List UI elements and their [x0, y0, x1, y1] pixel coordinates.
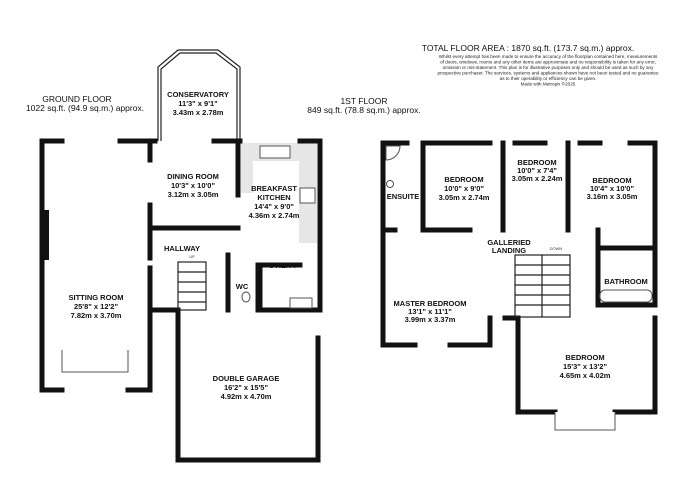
room-name: BREAKFAST: [251, 184, 297, 193]
room-name: UTILITY: [269, 261, 297, 270]
room-name: DINING ROOM: [167, 172, 219, 181]
room-size-imperial: 25'8" x 12'2": [74, 302, 118, 311]
room-size-imperial: 14'4" x 9'0": [254, 202, 294, 211]
room-name: BATHROOM: [604, 277, 648, 286]
ground-floor-title: GROUND FLOOR: [42, 94, 111, 104]
stairs-down-label: DOWN: [550, 246, 563, 251]
room-name: WC: [236, 282, 249, 291]
disclaimer-line: Whilst every attempt has been made to en…: [439, 54, 658, 59]
utility-sink-icon: [289, 297, 313, 309]
total-floor-area: TOTAL FLOOR AREA : 1870 sq.ft. (173.7 sq…: [422, 43, 634, 53]
room-name: HALLWAY: [164, 244, 200, 253]
room-size-imperial: 16'2" x 15'5": [224, 383, 268, 392]
room-name: SITTING ROOM: [69, 293, 124, 302]
disclaimer: Whilst every attempt has been made to en…: [437, 54, 659, 87]
disclaimer-line: as to their operability or efficiency ca…: [500, 76, 597, 81]
ground-floor-area: 1022 sq.ft. (94.9 sq.m.) approx.: [26, 103, 144, 113]
room-size-metric: 3.16m x 3.05m: [587, 192, 638, 201]
room-name: CONSERVATORY: [167, 90, 229, 99]
stairs-up-label: UP: [189, 254, 195, 259]
room-name: LANDING: [492, 246, 526, 255]
room-size-metric: 3.99m x 3.37m: [405, 315, 456, 324]
disclaimer-line: of doors, windows, rooms and any other i…: [440, 60, 656, 65]
room-name: BEDROOM: [565, 353, 604, 362]
room-size-imperial: 10'0" x 9'0": [444, 184, 484, 193]
room-name: BEDROOM: [444, 175, 483, 184]
disclaimer-line: Made with Metropix ©2025: [521, 81, 576, 87]
room-size-imperial: 13'1" x 11'1": [408, 307, 452, 316]
hob-icon: [299, 187, 316, 204]
basin-icon: [386, 180, 394, 188]
room-size-metric: 4.92m x 4.70m: [221, 392, 272, 401]
room-name: ENSUITE: [387, 192, 420, 201]
room-size-metric: 3.05m x 2.74m: [439, 193, 490, 202]
room-name: BEDROOM: [517, 158, 556, 167]
room-name: GALLERIED: [487, 238, 531, 247]
room-name: KITCHEN: [257, 193, 290, 202]
room-size-metric: 4.36m x 2.74m: [249, 211, 300, 220]
room-name: BEDROOM: [592, 176, 631, 185]
first-floor-area: 849 sq.ft. (78.8 sq.m.) approx.: [307, 105, 420, 115]
bath-icon: [599, 289, 653, 303]
room-size-imperial: 10'4" x 10'0": [590, 184, 634, 193]
disclaimer-line: prospective purchaser. The services, sys…: [437, 71, 659, 76]
wc-toilet-icon: [241, 291, 251, 303]
room-name: DOUBLE GARAGE: [213, 374, 280, 383]
room-size-imperial: 10'3" x 10'0": [171, 181, 215, 190]
room-size-imperial: 15'3" x 13'2": [563, 362, 607, 371]
sink-icon: [259, 145, 291, 159]
room-size-imperial: 11'3" x 9'1": [178, 99, 218, 108]
disclaimer-line: omission or mis-statement. This plan is …: [443, 65, 655, 70]
room-size-metric: 7.82m x 3.70m: [71, 311, 122, 320]
room-name: MASTER BEDROOM: [394, 299, 467, 308]
room-size-metric: 3.12m x 3.05m: [168, 190, 219, 199]
room-size-metric: 4.65m x 4.02m: [560, 371, 611, 380]
room-size-metric: 3.43m x 2.78m: [173, 108, 224, 117]
first-floor-title: 1ST FLOOR: [340, 96, 387, 106]
shower-icon: [385, 145, 401, 161]
room-size-metric: 3.05m x 2.24m: [512, 174, 563, 183]
room-size-imperial: 10'0" x 7'4": [517, 166, 557, 175]
